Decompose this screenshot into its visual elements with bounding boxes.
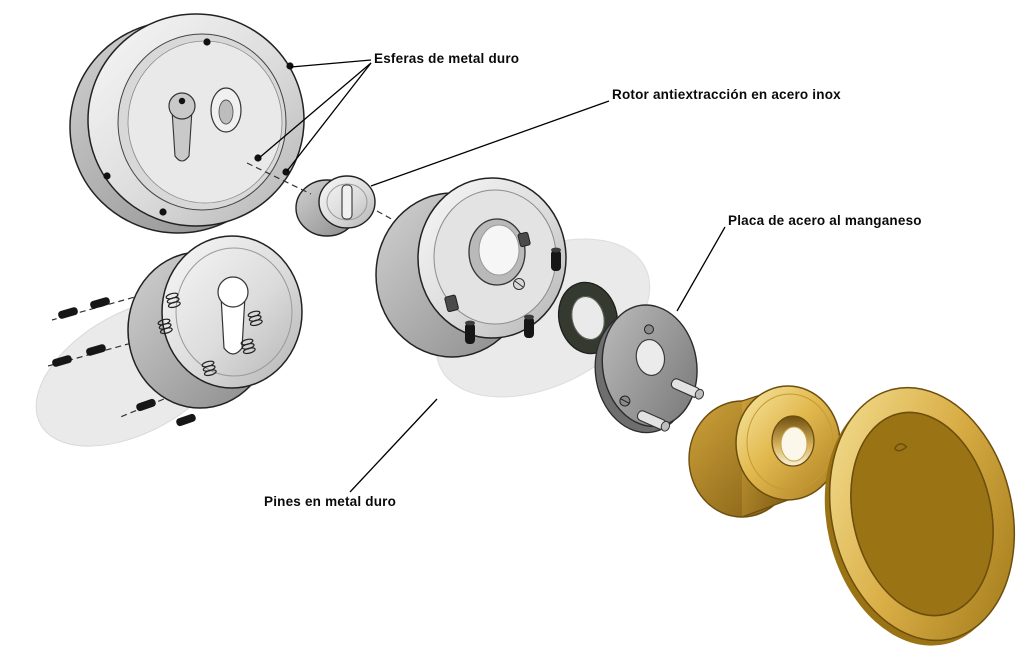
leader-line-esferas <box>290 59 372 68</box>
part-brass-escutcheon <box>688 385 841 518</box>
leader-line-pines <box>349 398 438 493</box>
hard-metal-spheres <box>103 38 294 216</box>
leader-line-rotor <box>370 100 610 187</box>
part-front-escutcheon <box>69 13 305 234</box>
part-cylinder-body <box>375 177 567 358</box>
axis-dashed-lines <box>246 162 427 239</box>
part-pin-housing <box>127 235 303 409</box>
plate-fixing-pins <box>636 378 705 432</box>
leader-lines <box>258 59 726 493</box>
part-brass-ring <box>824 386 1016 646</box>
label-pines: Pines en metal duro <box>264 494 397 509</box>
leader-line-esferas <box>258 62 372 159</box>
ring-stamp-mark <box>893 443 908 452</box>
label-rotor: Rotor antiextracción en acero inox <box>612 87 841 102</box>
part-manganese-plate <box>594 304 698 434</box>
leader-line-esferas <box>286 62 372 172</box>
part-rotor <box>295 175 376 237</box>
label-esferas: Esferas de metal duro <box>374 51 520 66</box>
leader-line-placa <box>676 226 726 312</box>
label-placa: Placa de acero al manganeso <box>728 213 922 228</box>
